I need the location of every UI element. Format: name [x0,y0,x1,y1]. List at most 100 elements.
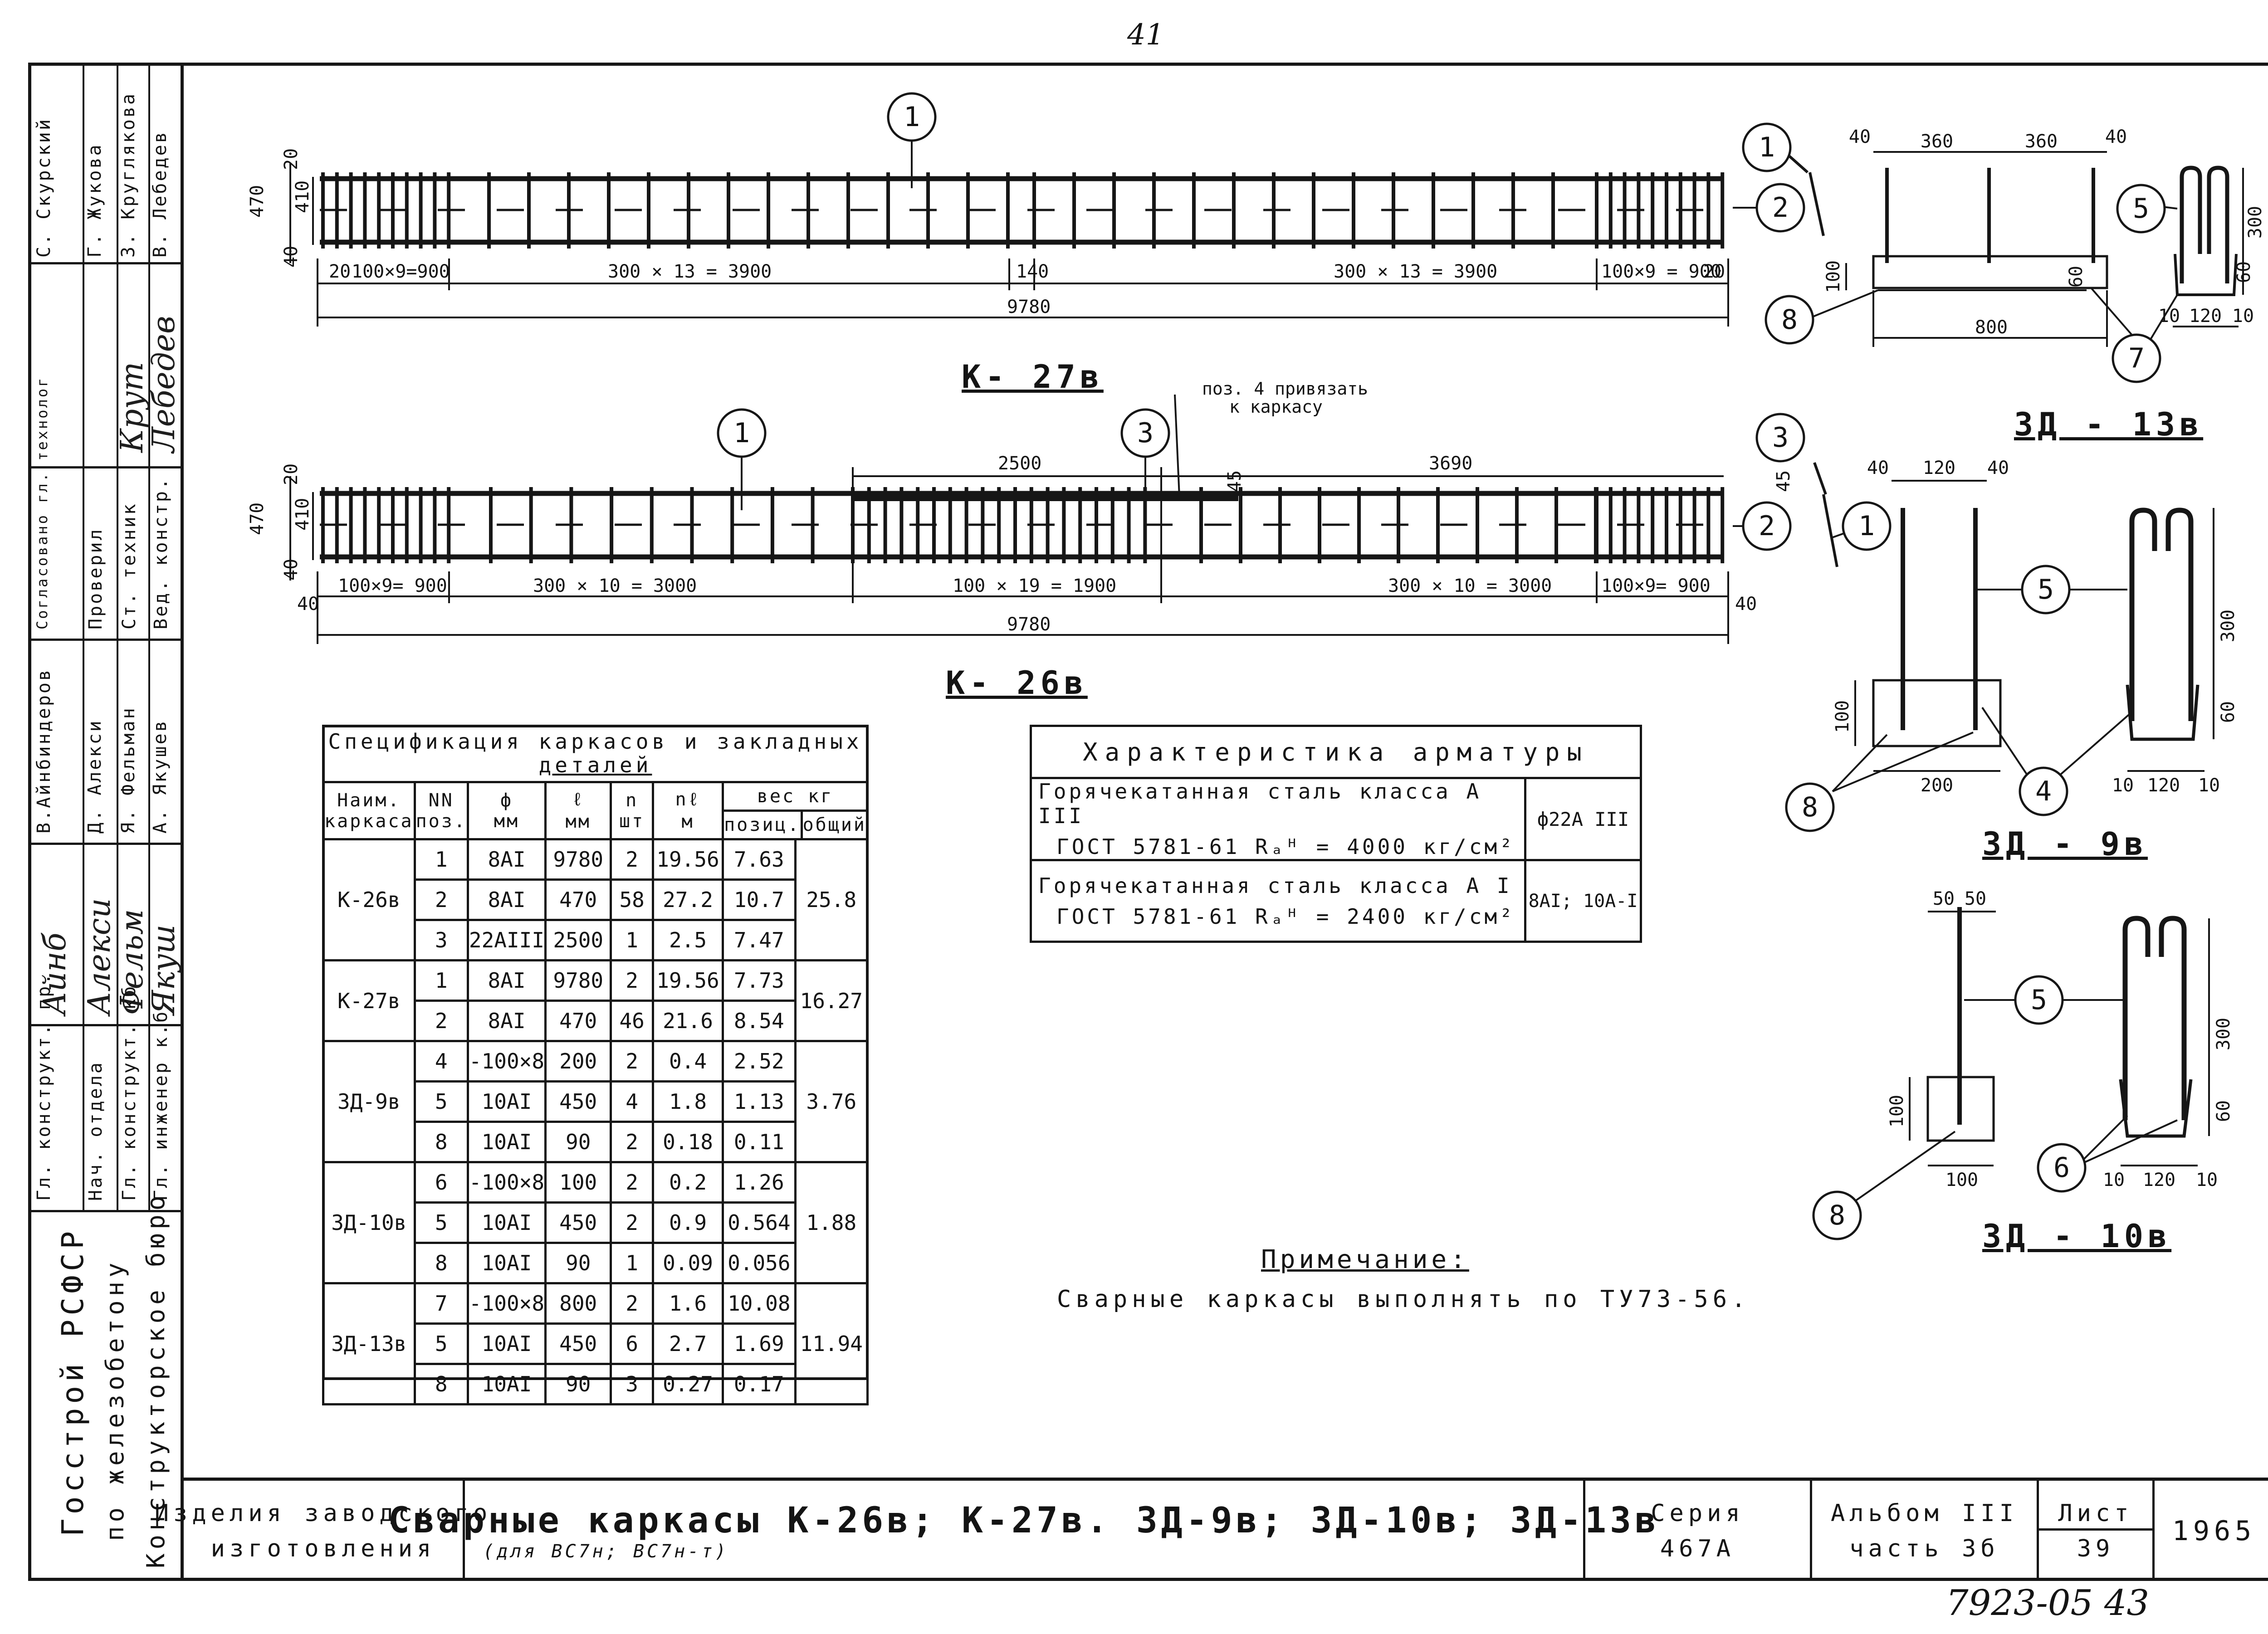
spec-cell-pos: 1 [413,959,469,1002]
dim-k27-seg: 140 [1016,261,1049,282]
dim-k27-410: 410 [292,180,313,213]
note-text: Сварные каркасы выполнять по ТУ73-56. [1057,1286,1750,1313]
spec-cell-n: 1 [610,1242,654,1284]
sidebar-divider [28,1024,181,1026]
spec-cell-nl: 0.4 [651,1040,724,1083]
spec-cell-pos: 2 [413,878,469,921]
spec-cell-pos: 4 [413,1040,469,1083]
spec-group-name: ЗД-10в [322,1161,416,1284]
callout-label: 8 [1781,304,1798,336]
spec-cell-nl: 2.5 [651,919,724,961]
spec-cell-w: 7.47 [722,919,797,961]
label-k26: К- 26в [946,664,1088,702]
tb-series-value: 467А [1660,1535,1735,1562]
spec-cell-nl: 19.56 [651,959,724,1002]
spec-cell-w: 0.056 [722,1242,797,1284]
dim-k26-seg: 100 × 19 = 1900 [953,576,1116,596]
callout-zd13-8 [1765,295,1814,345]
spec-cell-l: 450 [544,1322,612,1365]
dim-zd13: 40 [2105,127,2127,147]
sidebar-stamp: В. Лебедев З. Круглякова Г. Жукова С. Ск… [28,63,184,1581]
tb-series: Серия 467А [1585,1481,1812,1581]
callout-label: 2 [1759,510,1775,542]
dim-k26-470: 470 [247,502,268,535]
spec-group-name: К-26в [322,838,416,961]
k26-cage [289,394,1729,644]
spec-cell-l: 200 [544,1040,612,1083]
spec-cell-pos: 5 [413,1080,469,1123]
spec-cell-d: -100×8 [466,1040,547,1083]
spec-group-total: 11.94 [794,1282,869,1405]
dim-zd13: 360 [2025,131,2058,152]
sheet-stamp: 7923-05 43 [1946,1583,2150,1624]
spec-cell-d: -100×8 [466,1161,547,1204]
tb-subtitle: (для ВС7н; ВС7н-т) [483,1541,729,1562]
spec-cell-pos: 3 [413,919,469,961]
spec-cell-n: 2 [610,959,654,1002]
spec-title-1: Спецификация каркасов и закладных [328,729,863,754]
spec-cell-n: 4 [610,1080,654,1123]
dim-zd10: 50 [1965,888,1986,909]
armature-row1-right: ф22А III [1524,777,1642,861]
dim-zd9: 60 [2218,701,2239,723]
spec-cell-l: 470 [544,1000,612,1042]
callout-k27-1 [887,92,937,142]
dim-k26-3690: 3690 [1429,453,1472,474]
spec-cell-pos: 8 [413,1121,469,1163]
tb-sheet-divider [2039,1528,2152,1531]
dim-zd9: 40 [1867,458,1889,478]
spec-cell-l: 470 [544,878,612,921]
spec-cell-n: 2 [610,838,654,881]
sidebar-divider [28,639,181,641]
spec-cell-pos: 5 [413,1201,469,1244]
dim-k26-40-left: 40 [297,594,319,615]
spec-cell-l: 90 [544,1363,612,1405]
dim-k26-410: 410 [292,498,313,531]
spec-cell-n: 3 [610,1363,654,1405]
dim-zd9: 40 [1987,458,2009,478]
spec-cell-n: 2 [610,1201,654,1244]
callout-label: 1 [1759,132,1775,163]
dim-zd10: 10 [2196,1170,2218,1190]
callout-label: 8 [1802,791,1818,823]
callout-zd10-5 [2014,975,2064,1025]
spec-cell-d: 10AI [466,1242,547,1284]
dim-ks-45: 45 [1773,470,1794,492]
dim-k27-seg: 100×9=900 [352,261,450,282]
callout-label: 1 [733,417,750,449]
tb-sheet: Лист 39 [2039,1481,2155,1581]
dim-k26-40: 40 [281,559,302,580]
spec-cell-w: 8.54 [722,1000,797,1042]
callout-label: 4 [2035,776,2052,807]
callout-ks-2b [1742,501,1792,551]
spec-cell-l: 2500 [544,919,612,961]
spec-cell-nl: 1.8 [651,1080,724,1123]
spec-cell-w: 1.69 [722,1322,797,1365]
spec-cell-nl: 0.2 [651,1161,724,1204]
spec-group-name: ЗД-9в [322,1040,416,1163]
spec-cell-d: 10AI [466,1363,547,1405]
dim-k26-seg: 100×9= 900 [1601,576,1711,596]
spec-cell-d: -100×8 [466,1282,547,1325]
callout-label: 1 [1858,510,1875,542]
dim-zd10: 100 [1945,1170,1978,1190]
tb-main-title: Сварные каркасы К-26в; К-27в. ЗД-9в; ЗД-… [388,1500,1660,1541]
note-title: Примечание: [1261,1245,1469,1274]
tb-series-label: Серия [1651,1499,1745,1527]
armature-row2-right: 8АI; 10А-I [1524,859,1642,943]
col-header: Наим.каркаса [322,781,416,840]
spec-cell-nl: 0.27 [651,1363,724,1405]
callout-label: 5 [2133,193,2149,224]
spec-cell-n: 46 [610,1000,654,1042]
spec-cell-nl: 0.18 [651,1121,724,1163]
dim-k27-seg: 300 × 13 = 3900 [1334,261,1497,282]
dim-k26-2500: 2500 [998,453,1041,474]
label-zd10: ЗД - 10в [1982,1218,2172,1255]
